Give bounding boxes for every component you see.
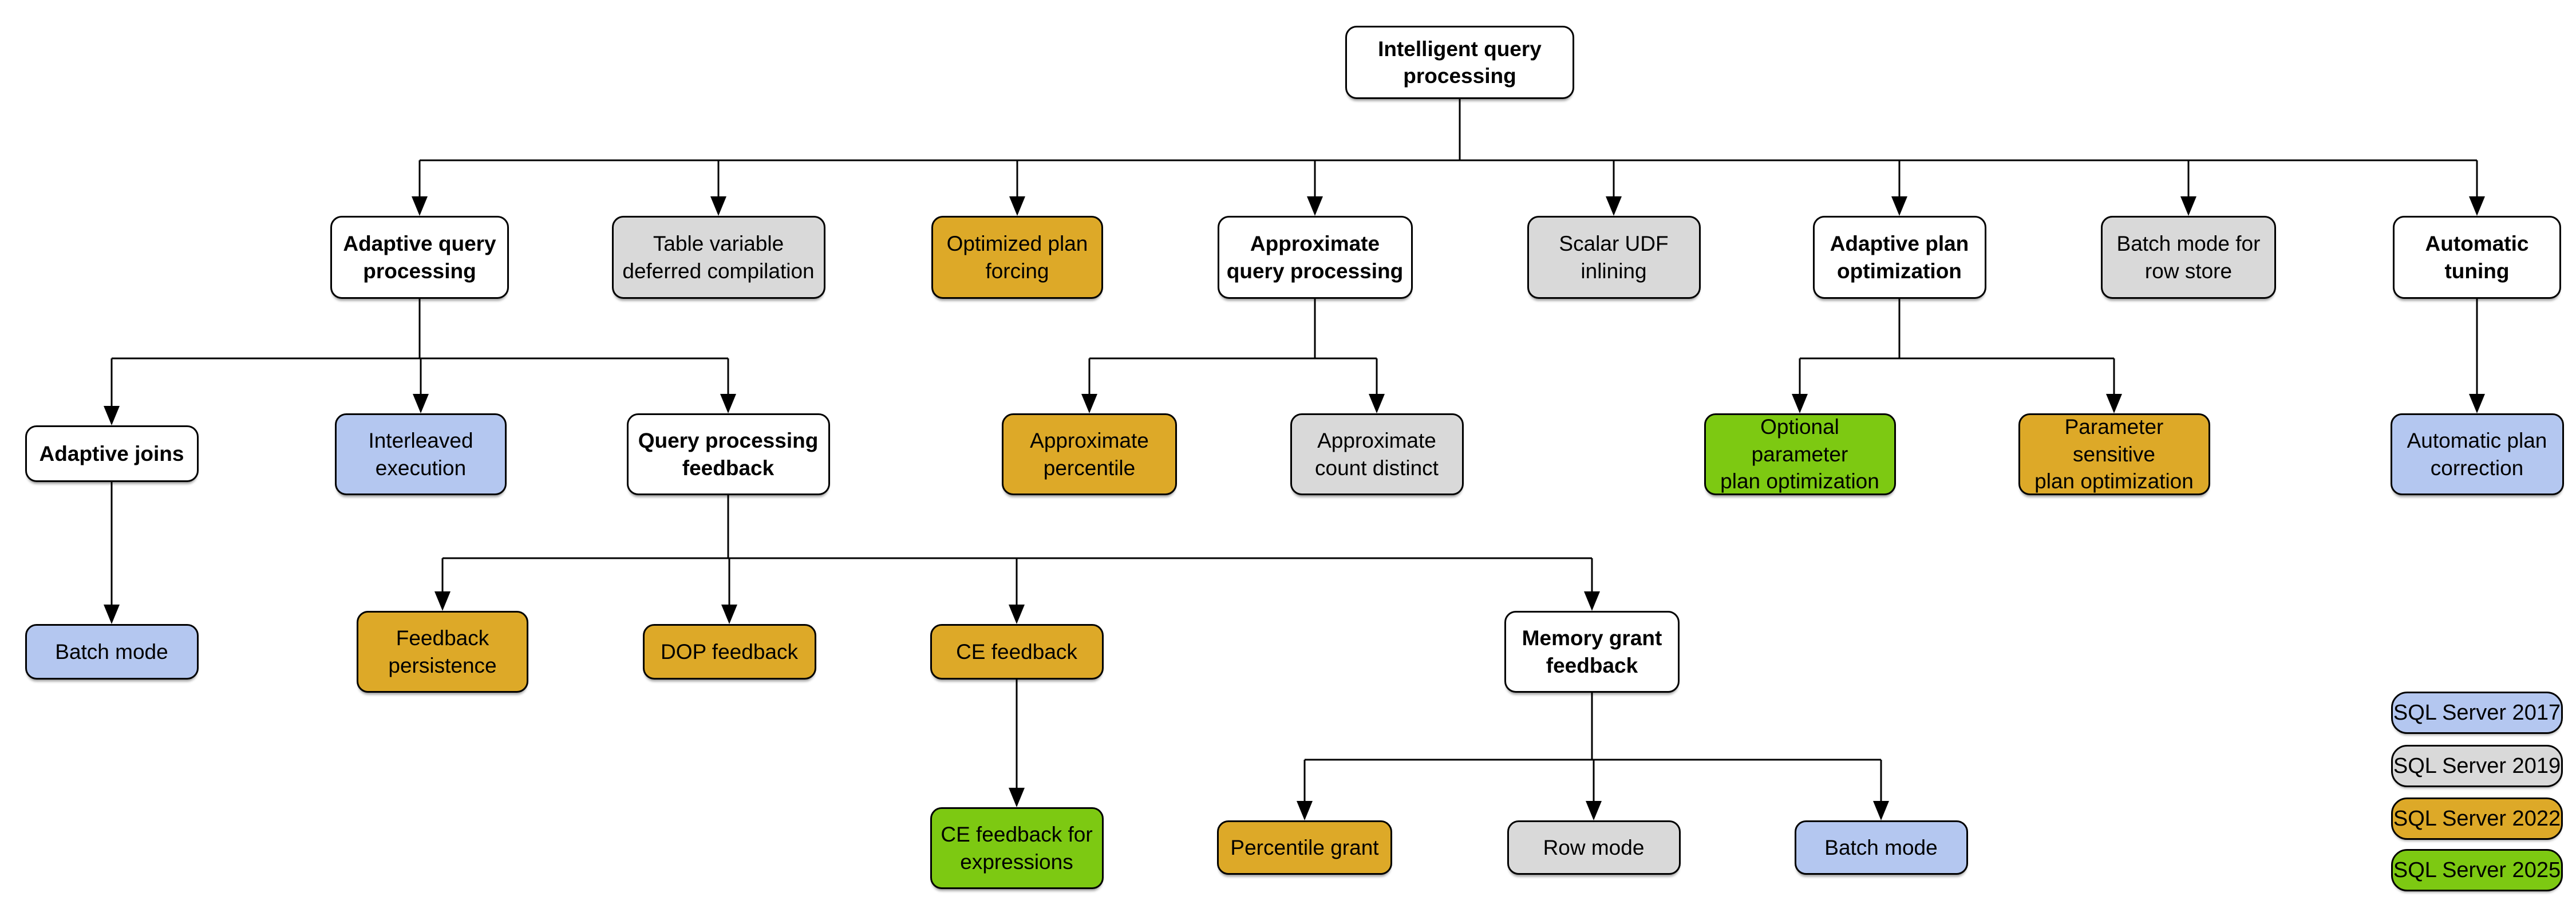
node-scalar-udf-inlining: Scalar UDF inlining <box>1527 216 1701 299</box>
node-feedback-persistence: Feedback persistence <box>357 611 528 693</box>
node-parameter-sensitive-plan-optimization: Parameter sensitive plan optimization <box>2018 413 2210 495</box>
node-approximate-query-processing: Approximate query processing <box>1217 216 1413 299</box>
arrowhead-icon <box>2106 394 2122 413</box>
node-batch-mode-memory-grant: Batch mode <box>1794 820 1968 875</box>
arrowhead-icon <box>413 394 429 413</box>
legend-item-sql-server-2022: SQL Server 2022 <box>2391 797 2563 840</box>
node-adaptive-plan-optimization: Adaptive plan optimization <box>1812 216 1986 299</box>
node-dop-feedback: DOP feedback <box>642 624 816 680</box>
node-adaptive-joins: Adaptive joins <box>25 425 199 482</box>
arrowhead-icon <box>104 406 120 425</box>
arrowhead-icon <box>2180 196 2196 216</box>
node-approximate-percentile: Approximate percentile <box>1002 413 1177 495</box>
node-ce-feedback: CE feedback <box>930 624 1104 680</box>
arrowhead-icon <box>1586 801 1602 820</box>
arrowhead-icon <box>1297 801 1313 820</box>
arrowhead-icon <box>1606 196 1622 216</box>
legend-item-sql-server-2025: SQL Server 2025 <box>2391 849 2563 891</box>
arrowhead-icon <box>1891 196 1907 216</box>
node-memory-grant-feedback: Memory grant feedback <box>1504 611 1680 693</box>
arrowhead-icon <box>2469 394 2485 413</box>
arrowhead-icon <box>1307 196 1323 216</box>
arrowhead-icon <box>1009 196 1025 216</box>
arrowhead-icon <box>720 394 736 413</box>
arrowhead-icon <box>1369 394 1385 413</box>
node-ce-feedback-for-expressions: CE feedback for expressions <box>930 807 1104 889</box>
arrowhead-icon <box>1081 394 1097 413</box>
arrowhead-icon <box>104 605 120 624</box>
arrowhead-icon <box>721 605 737 624</box>
arrowhead-icon <box>1792 394 1808 413</box>
legend-item-sql-server-2017: SQL Server 2017 <box>2391 692 2563 734</box>
node-optimized-plan-forcing: Optimized plan forcing <box>931 216 1103 299</box>
arrowhead-icon <box>1009 788 1025 807</box>
node-intelligent-query-processing: Intelligent query processing <box>1345 26 1574 99</box>
node-adaptive-query-processing: Adaptive query processing <box>330 216 509 299</box>
arrowhead-icon <box>2469 196 2485 216</box>
arrowhead-icon <box>1584 591 1600 611</box>
node-batch-mode-adaptive-joins: Batch mode <box>25 624 199 680</box>
node-query-processing-feedback: Query processing feedback <box>626 413 830 495</box>
arrowhead-icon <box>434 591 451 611</box>
node-row-mode: Row mode <box>1507 820 1681 875</box>
node-interleaved-execution: Interleaved execution <box>335 413 507 495</box>
node-automatic-plan-correction: Automatic plan correction <box>2390 413 2564 495</box>
node-approximate-count-distinct: Approximate count distinct <box>1290 413 1464 495</box>
node-table-variable-deferred-compilation: Table variable deferred compilation <box>611 216 825 299</box>
node-batch-mode-for-row-store: Batch mode for row store <box>2101 216 2276 299</box>
arrowhead-icon <box>1873 801 1889 820</box>
node-automatic-tuning: Automatic tuning <box>2393 216 2561 299</box>
node-percentile-grant: Percentile grant <box>1217 820 1392 875</box>
arrowhead-icon <box>710 196 726 216</box>
node-optional-parameter-plan-optimization: Optional parameter plan optimization <box>1704 413 1896 495</box>
arrowhead-icon <box>412 196 428 216</box>
arrowhead-icon <box>1009 605 1025 624</box>
legend-item-sql-server-2019: SQL Server 2019 <box>2391 745 2563 787</box>
